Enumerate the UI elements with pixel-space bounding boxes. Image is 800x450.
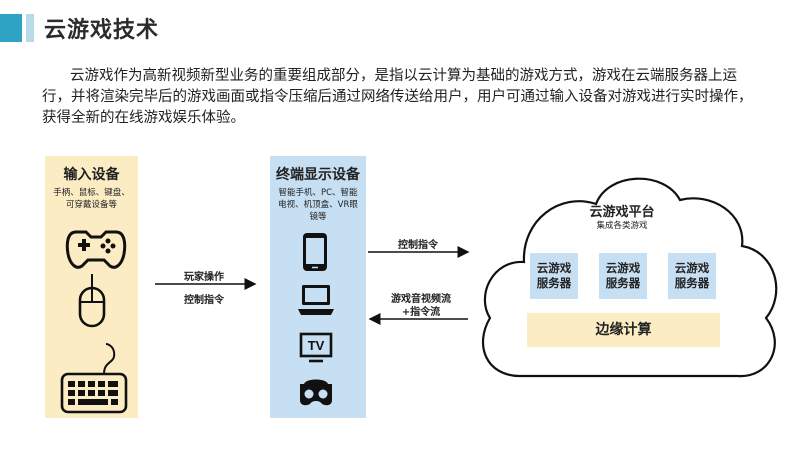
server-label-line2: 服务器 [674, 276, 710, 290]
server-label-line2: 服务器 [536, 276, 572, 290]
arrow-left-label-top: 玩家操作 [184, 272, 224, 283]
arrow-right-bottom-label-line1: 游戏音视频流 [391, 294, 451, 305]
cloud-server-3: 云游戏 服务器 [668, 253, 716, 299]
arrow-right-top-label: 控制指令 [398, 240, 438, 251]
title-accent-bar-light [26, 14, 34, 42]
cloud-subtitle: 集成各类游戏 [596, 221, 648, 231]
laptop-icon [298, 285, 334, 315]
edge-computing-box: 边缘计算 [527, 313, 720, 347]
arrow-left-label-bottom: 控制指令 [184, 295, 224, 306]
title-accent-bar [0, 14, 22, 42]
arrow-right-bottom-label-line2: +指令流 [401, 307, 441, 318]
cloud-server-2: 云游戏 服务器 [599, 253, 647, 299]
cloud-server-1: 云游戏 服务器 [530, 253, 578, 299]
tv-icon: TV [299, 332, 333, 363]
smartphone-icon [303, 233, 327, 271]
server-label-line1: 云游戏 [536, 261, 572, 275]
server-label-line2: 服务器 [605, 276, 641, 290]
terminal-devices-subtitle: 智能手机、PC、智能电视、机顶盒、VR眼镜等 [278, 188, 358, 222]
tv-icon-text: TV [308, 338, 325, 353]
server-label-line1: 云游戏 [605, 261, 641, 275]
input-devices-subtitle: 手柄、鼠标、键盘、可穿戴设备等 [53, 188, 130, 210]
cloud-title: 云游戏平台 [589, 205, 655, 220]
gamepad-icon [65, 230, 127, 269]
terminal-devices-title: 终端显示设备 [276, 167, 360, 183]
input-devices-title: 输入设备 [63, 167, 120, 183]
intro-paragraph: 云游戏作为高新视频新型业务的重要组成部分，是指以云计算为基础的游戏方式，游戏在云… [42, 68, 753, 126]
server-label-line1: 云游戏 [674, 261, 710, 275]
mouse-icon [78, 273, 106, 328]
keyboard-icon [60, 343, 128, 414]
page-title: 云游戏技术 [44, 18, 160, 43]
vr-headset-icon [300, 379, 332, 406]
